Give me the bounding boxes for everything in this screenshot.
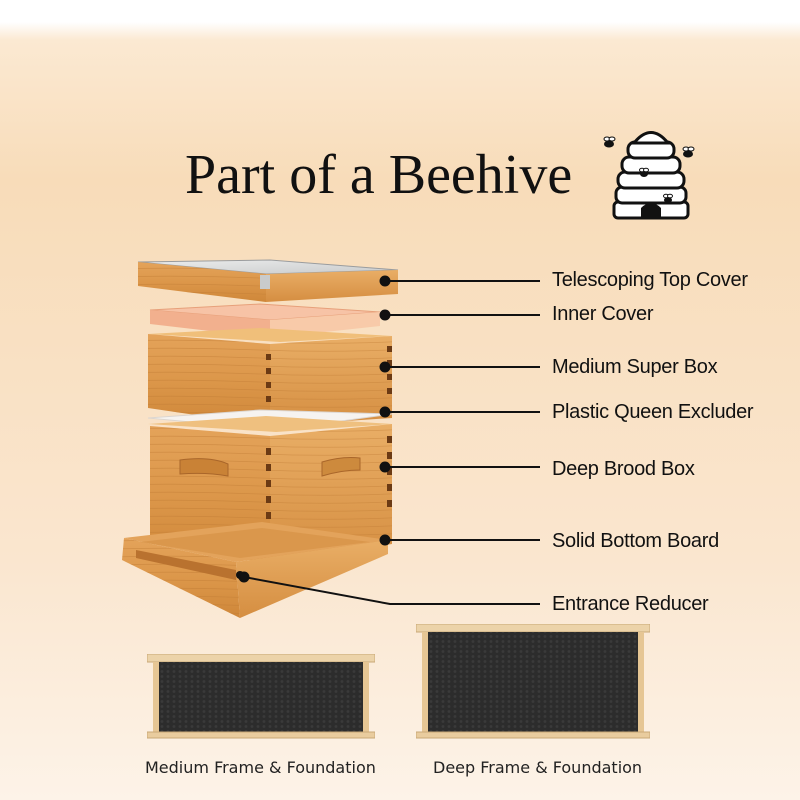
diagram-title: Part of a Beehive <box>185 144 573 206</box>
label-medium-super-box: Medium Super Box <box>552 356 718 378</box>
deep-frame-foundation <box>416 624 650 739</box>
solid-bottom-board <box>122 522 388 618</box>
medium-super-box <box>148 328 392 426</box>
bee-icon <box>603 136 616 148</box>
caption-deep-frame: Deep Frame & Foundation <box>433 758 643 777</box>
bee-icon <box>682 146 695 158</box>
bee-icon <box>639 167 649 177</box>
label-entrance-reducer: Entrance Reducer <box>552 593 709 615</box>
label-telescoping-top-cover: Telescoping Top Cover <box>552 269 748 291</box>
label-inner-cover: Inner Cover <box>552 303 654 325</box>
bee-icon <box>663 193 673 203</box>
telescoping-top-cover <box>137 259 399 302</box>
label-solid-bottom-board: Solid Bottom Board <box>552 530 719 552</box>
beehive-exploded-illustration <box>122 259 399 618</box>
label-plastic-queen-excluder: Plastic Queen Excluder <box>552 401 754 423</box>
medium-frame-foundation <box>147 654 375 739</box>
beehive-skep-icon <box>603 131 695 220</box>
caption-medium-frame: Medium Frame & Foundation <box>145 758 376 777</box>
label-deep-brood-box: Deep Brood Box <box>552 458 695 480</box>
